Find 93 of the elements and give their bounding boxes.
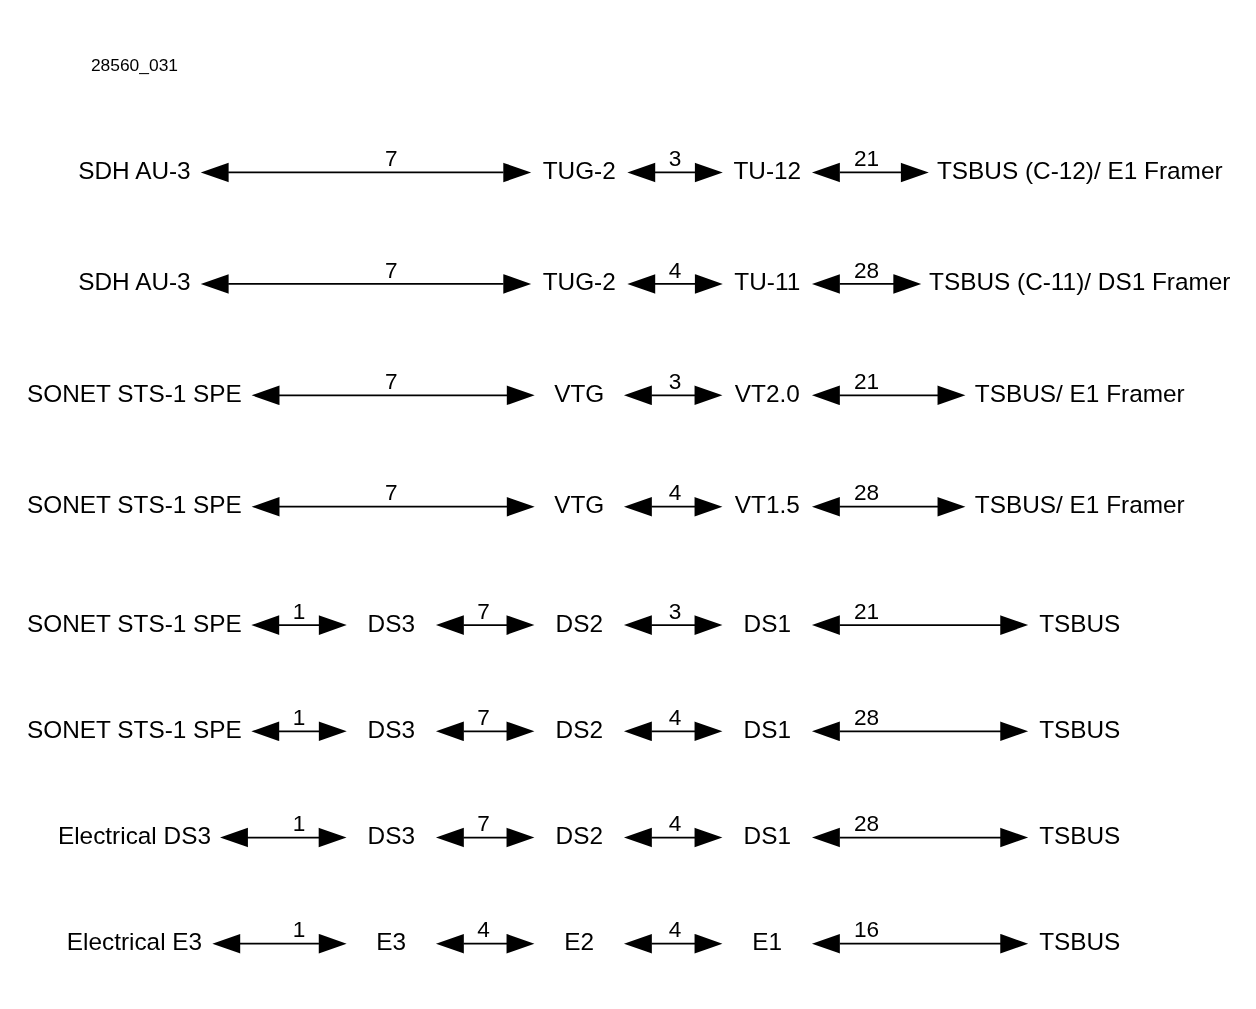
node-text: TU-12	[733, 156, 802, 184]
arrow	[435, 721, 535, 741]
node-text: TSBUS	[1039, 609, 1121, 637]
arrow	[220, 827, 347, 847]
node-text: TUG-2	[542, 267, 616, 295]
node-text: TSBUS (C-11)/ DS1 Framer	[929, 267, 1231, 295]
arrow	[811, 273, 922, 294]
edge-label: 1	[292, 916, 306, 942]
node-text: DS1	[743, 821, 791, 849]
node-text: DS1	[743, 715, 791, 743]
node-text: DS3	[367, 715, 415, 743]
edge-label: 3	[668, 368, 682, 394]
node-text: VTG	[554, 379, 605, 407]
node-text: SONET STS-1 SPE	[27, 490, 242, 518]
edge-label: 4	[668, 704, 682, 730]
arrow	[811, 933, 1029, 953]
arrow	[623, 385, 723, 405]
arrow	[627, 162, 723, 182]
arrow	[200, 162, 532, 182]
edge-label: 4	[477, 916, 490, 942]
node-text: DS2	[555, 715, 603, 743]
edge-label: 7	[477, 810, 490, 836]
arrow	[623, 721, 723, 741]
arrow	[623, 933, 723, 953]
node-text: E1	[752, 927, 783, 955]
arrow	[627, 273, 723, 294]
arrow	[200, 273, 532, 294]
edge-label: 28	[853, 810, 880, 836]
node-text: VT2.0	[734, 379, 800, 407]
edge-label: 7	[384, 145, 398, 171]
node-text: DS1	[743, 609, 791, 637]
edge-label: 7	[384, 368, 398, 394]
arrow	[251, 496, 535, 516]
node-text: SONET STS-1 SPE	[27, 379, 242, 407]
node-text: TSBUS/ E1 Framer	[974, 490, 1185, 518]
arrow	[811, 614, 1029, 635]
arrow	[623, 496, 723, 516]
node-text: VTG	[554, 490, 605, 518]
node-text: E3	[376, 927, 407, 955]
arrow	[811, 496, 966, 516]
node-text: SDH AU-3	[78, 156, 191, 184]
edge-label: 21	[853, 598, 880, 624]
edge-label: 3	[668, 145, 682, 171]
edge-label: 4	[668, 810, 682, 836]
edge-label: 7	[477, 598, 490, 624]
edge-label: 7	[477, 704, 490, 730]
node-text: Electrical DS3	[57, 821, 211, 849]
edge-label: 7	[384, 257, 398, 283]
arrow	[251, 385, 535, 405]
arrow	[623, 827, 723, 847]
edge-label: 1	[292, 704, 306, 730]
arrow	[811, 162, 929, 182]
node-text: TSBUS	[1039, 715, 1121, 743]
node-text: DS3	[367, 609, 415, 637]
node-text: Electrical E3	[66, 927, 203, 955]
node-text: TSBUS	[1039, 821, 1121, 849]
arrow	[435, 933, 535, 953]
node-text: TSBUS (C-12)/ E1 Framer	[936, 156, 1223, 184]
node-text: VT1.5	[734, 490, 800, 518]
edge-label: 4	[668, 257, 682, 283]
node-text: TSBUS/ E1 Framer	[974, 379, 1185, 407]
node-text: DS2	[555, 609, 603, 637]
node-text: TUG-2	[542, 156, 616, 184]
arrow	[212, 933, 347, 953]
arrow	[435, 827, 535, 847]
node-text: SDH AU-3	[78, 267, 191, 295]
edge-label: 1	[292, 598, 306, 624]
edge-label: 7	[384, 479, 398, 505]
label: 28560_031	[90, 54, 178, 75]
arrow	[251, 614, 347, 635]
node-text: TSBUS	[1039, 927, 1121, 955]
edge-label: 4	[668, 479, 682, 505]
edge-label: 28	[853, 479, 880, 505]
node-text: TU-11	[734, 267, 801, 295]
edge-label: 28	[853, 257, 880, 283]
arrow	[623, 614, 723, 635]
arrow	[251, 721, 347, 741]
node-text: DS3	[367, 821, 415, 849]
edge-label: 21	[853, 368, 880, 394]
edge-label: 3	[668, 598, 682, 624]
node-text: DS2	[555, 821, 603, 849]
edge-label: 28	[853, 704, 880, 730]
edge-label: 1	[292, 810, 306, 836]
arrow	[811, 721, 1029, 741]
node-text: E2	[564, 927, 595, 955]
edge-label: 21	[853, 145, 880, 171]
edge-label: 4	[668, 916, 682, 942]
edge-label: 16	[853, 916, 880, 942]
node-text: SONET STS-1 SPE	[27, 715, 242, 743]
node-text: SONET STS-1 SPE	[27, 609, 242, 637]
arrow	[811, 827, 1029, 847]
arrow	[811, 385, 966, 405]
arrow	[435, 614, 535, 635]
